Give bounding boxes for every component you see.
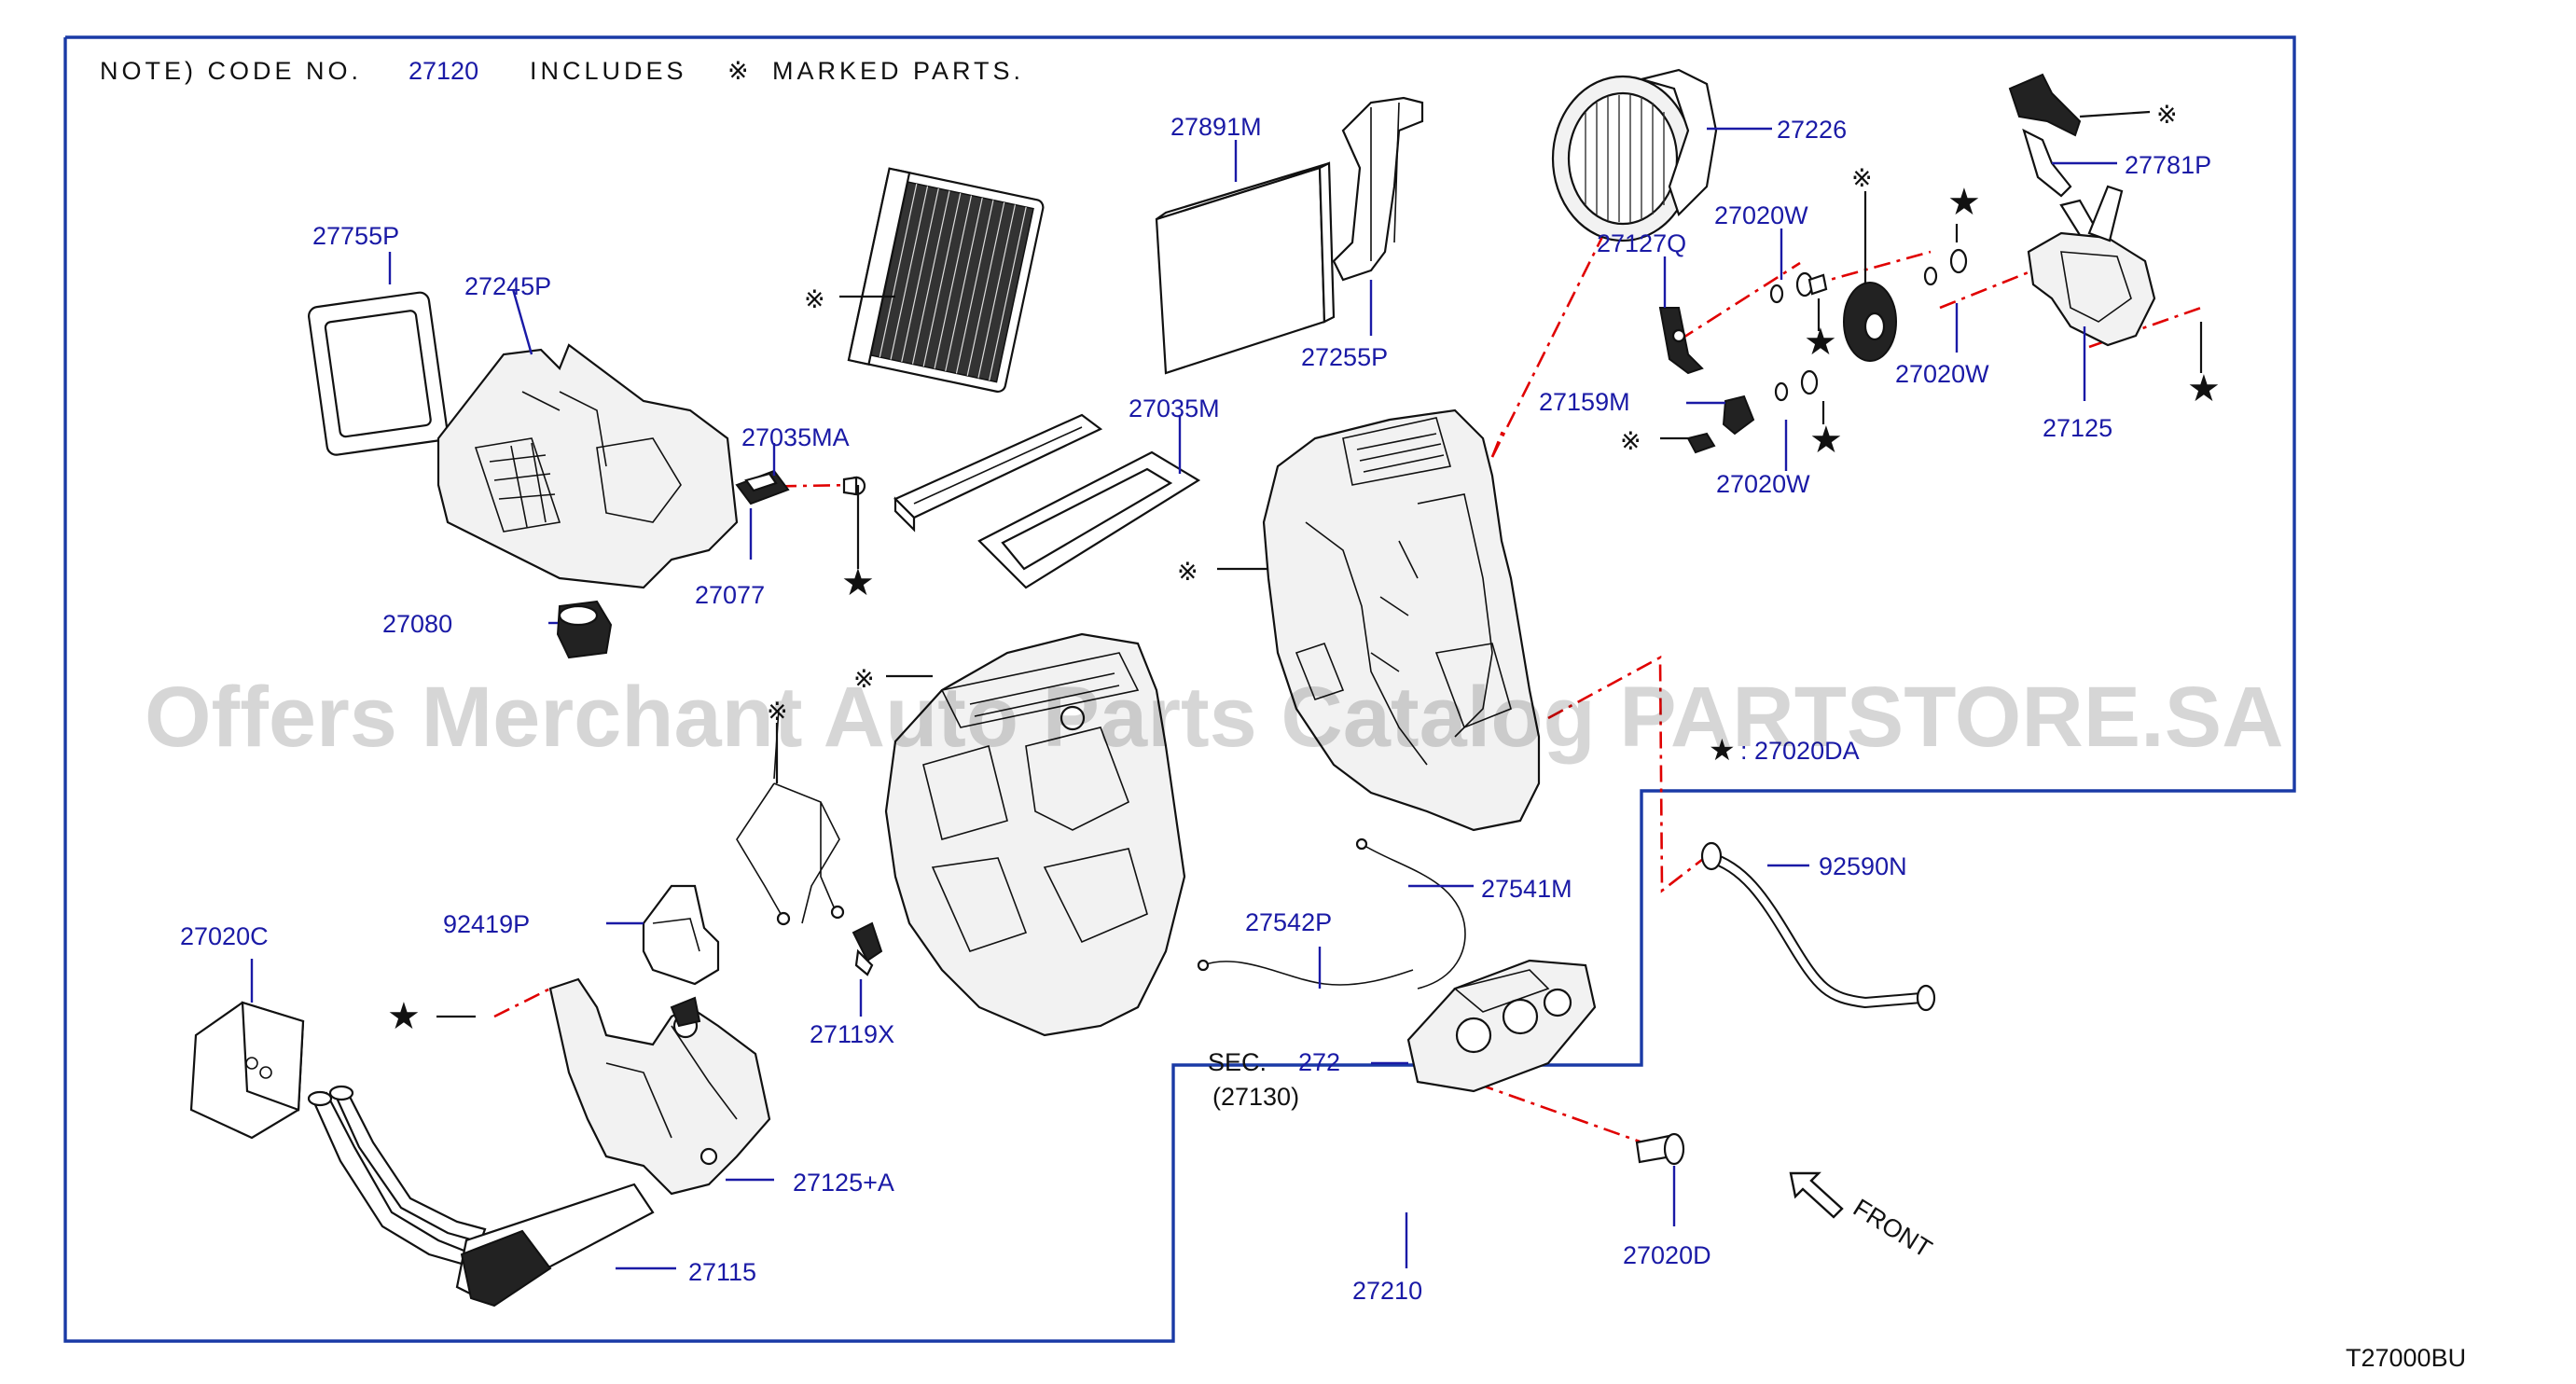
star-legend-symbol: ★	[1709, 732, 1736, 768]
diagram-frame	[63, 35, 2296, 1343]
star-27125a: ★	[387, 995, 421, 1038]
note-suffix: MARKED PARTS.	[772, 57, 1024, 85]
label-27210[interactable]: 27210	[1352, 1277, 1422, 1305]
filter-frame-27035m-shape	[977, 450, 1201, 589]
label-27020w-top[interactable]: 27020W	[1714, 201, 1808, 229]
label-27035ma[interactable]: 27035MA	[741, 423, 850, 451]
filter-box-27891m-shape	[1155, 161, 1336, 375]
note-includes: INCLUDES	[530, 57, 687, 85]
label-27125[interactable]: 27125	[2043, 414, 2112, 442]
ref-mark-gear: ※	[1851, 164, 1873, 192]
harness-bracket-shape	[736, 708, 845, 926]
bracket-27255p-shape	[1332, 96, 1424, 282]
star-gear: ★	[1804, 321, 1837, 364]
leader-lines	[250, 127, 2117, 1270]
slim-filter-shape	[893, 413, 1103, 533]
screws-27020w-shape	[1769, 248, 1968, 402]
heater-core-27115-shape	[307, 1085, 655, 1308]
label-92590n[interactable]: 92590N	[1819, 852, 1907, 880]
gear-disc-shape	[1843, 282, 1897, 362]
reference-marks: ※ ※ ※ ※ ※ ※ ※	[767, 101, 2178, 726]
star-marks: ★ ★ ★ ★ ★ ★	[387, 181, 2221, 1038]
label-27020c[interactable]: 27020C	[180, 922, 269, 950]
front-indicator: FRONT	[1789, 1171, 1937, 1264]
label-27020w-bottom[interactable]: 27020W	[1716, 470, 1810, 498]
label-27541m[interactable]: 27541M	[1481, 875, 1572, 903]
label-27245p[interactable]: 27245P	[464, 272, 551, 300]
label-27255p[interactable]: 27255P	[1301, 343, 1388, 371]
levers-27127q-27159m-shape	[1658, 307, 1755, 454]
star-top-right: ★	[1947, 181, 1981, 224]
label-27125a[interactable]: 27125+A	[793, 1169, 894, 1197]
gasket-27755p-shape	[308, 291, 449, 456]
foam-block-27020c-shape	[189, 1001, 305, 1140]
label-27080[interactable]: 27080	[382, 610, 452, 638]
section-reference: SEC. 272 (27130)	[1208, 1048, 1340, 1111]
ref-mark-arm: ※	[2156, 101, 2178, 129]
star-27125: ★	[2187, 367, 2221, 410]
label-27115[interactable]: 27115	[688, 1258, 756, 1286]
ref-mark-lever: ※	[1620, 427, 1641, 455]
clip-27119x-shape	[852, 921, 883, 976]
label-27542p[interactable]: 27542P	[1245, 908, 1332, 936]
label-27020w-right[interactable]: 27020W	[1895, 360, 1989, 388]
main-hvac-unit-shape	[1262, 408, 1541, 832]
hose-92590n-shape	[1700, 841, 1936, 1012]
star-27035ma: ★	[841, 561, 875, 604]
label-27891m[interactable]: 27891M	[1170, 113, 1262, 141]
blower-motor-27226-shape	[1551, 68, 1718, 242]
hvac-lower-case-shape	[884, 632, 1186, 1037]
note-line: NOTE) CODE NO. 27120 INCLUDES ※ MARKED P…	[100, 57, 1024, 85]
ref-mark-main-unit: ※	[1177, 558, 1198, 586]
cable-27210-shape	[1197, 837, 1466, 990]
mark-leaders	[436, 110, 2203, 1018]
label-27035m[interactable]: 27035M	[1129, 394, 1220, 422]
watermark: Offers Merchant Auto Parts Catalog PARTS…	[145, 670, 2284, 765]
label-27077[interactable]: 27077	[695, 581, 765, 609]
motor-27080-shape	[556, 600, 613, 659]
control-panel-shape	[1406, 959, 1597, 1093]
duct-92419p-shape	[642, 884, 720, 986]
ref-mark-evaporator: ※	[804, 285, 825, 313]
diagram-id: T27000BU	[2346, 1344, 2466, 1372]
actuator-27125a-shape	[548, 977, 771, 1196]
label-27226[interactable]: 27226	[1777, 116, 1847, 144]
intake-housing-27245p-shape	[436, 343, 739, 589]
actuator-27125-shape	[2027, 185, 2156, 347]
sec-number[interactable]: 272	[1298, 1048, 1340, 1076]
note-prefix: NOTE) CODE NO.	[100, 57, 362, 85]
evaporator-27891m-shape	[847, 167, 1045, 394]
label-27781p[interactable]: 27781P	[2125, 151, 2211, 179]
screw-27020d-shape	[1635, 1132, 1685, 1166]
label-27159m[interactable]: 27159M	[1539, 388, 1630, 416]
front-arrow-icon	[1789, 1171, 1844, 1219]
note-mark: ※	[727, 57, 753, 85]
star-legend-text: : 27020DA	[1740, 737, 1860, 765]
sec-prefix: SEC.	[1208, 1048, 1267, 1076]
label-27119x[interactable]: 27119X	[810, 1020, 894, 1048]
arm-27781p-shape	[2008, 73, 2100, 244]
front-label: FRONT	[1849, 1194, 1937, 1264]
label-92419p[interactable]: 92419P	[443, 910, 530, 938]
label-27755p[interactable]: 27755P	[312, 222, 399, 250]
note-code[interactable]: 27120	[409, 57, 478, 85]
ref-mark-lower-case: ※	[853, 665, 875, 693]
star-legend: ★ : 27020DA	[1709, 732, 1860, 768]
sec-sub: (27130)	[1212, 1083, 1299, 1111]
actuator-27035ma-shape	[735, 469, 866, 505]
ref-mark-harness: ※	[767, 698, 788, 726]
star-lower-screw: ★	[1809, 419, 1843, 462]
label-27127q[interactable]: 27127Q	[1597, 229, 1686, 257]
part-labels: 27755P 27245P 27035MA 27077 27080 27891M…	[180, 113, 2211, 1305]
label-27020d[interactable]: 27020D	[1623, 1241, 1711, 1269]
